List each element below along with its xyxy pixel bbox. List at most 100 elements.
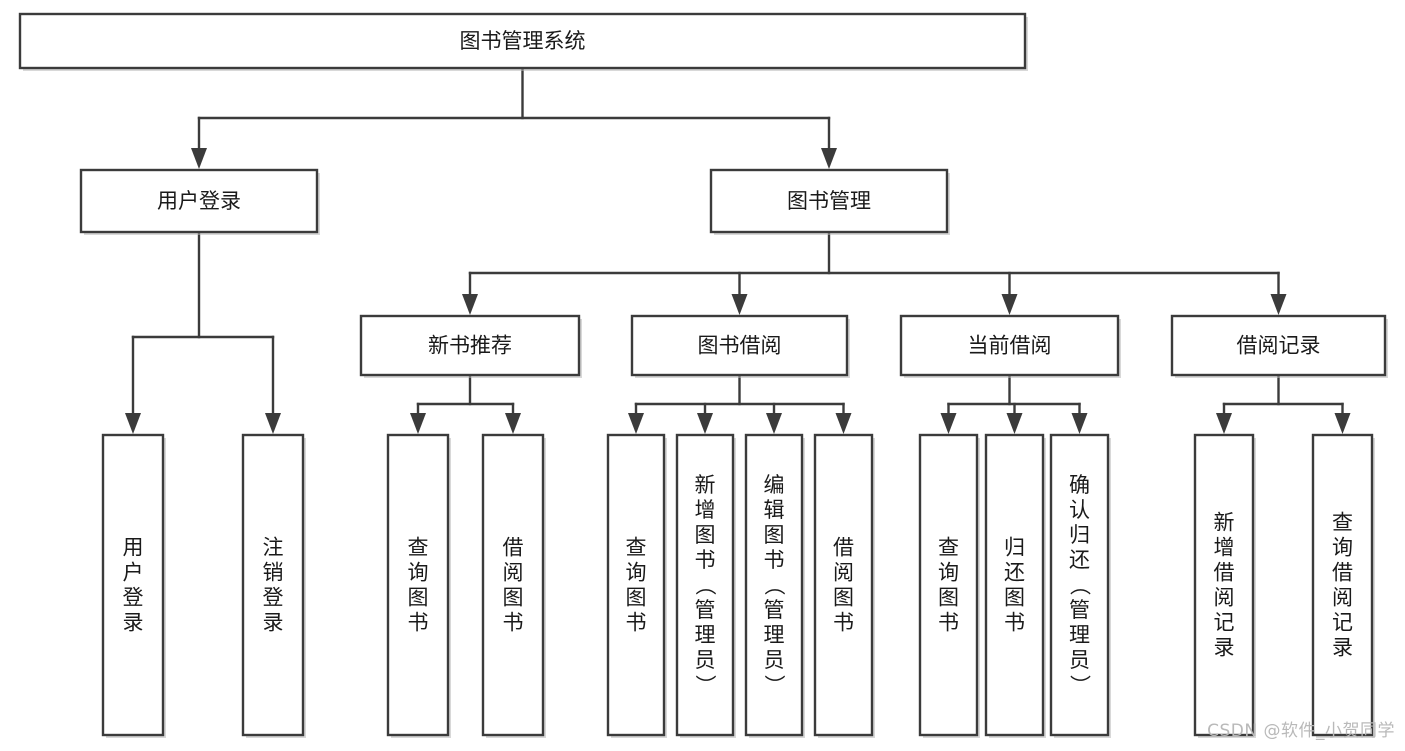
node-user-login[interactable]: 用户登录 (79, 168, 320, 235)
svg-text:录: 录 (123, 611, 144, 635)
node-leaf-user-login[interactable]: 用户登录 (101, 433, 166, 738)
node-box (675, 433, 735, 737)
arrow-head-icon (1001, 294, 1018, 315)
svg-text:理: 理 (1069, 623, 1090, 647)
svg-text:借: 借 (1214, 561, 1235, 585)
svg-text:员: 员 (695, 648, 716, 672)
node-new-book-rec[interactable]: 新书推荐 (359, 314, 582, 378)
svg-text:阅: 阅 (1332, 586, 1353, 610)
svg-text:阅: 阅 (503, 561, 524, 585)
arrow-head-icon (731, 294, 748, 315)
arrow-head-icon (462, 294, 478, 315)
svg-text:图: 图 (503, 586, 524, 610)
arrow-head-icon (125, 413, 141, 434)
node-box (1170, 314, 1387, 377)
svg-text:（: （ (762, 575, 786, 596)
svg-text:认: 认 (1069, 498, 1090, 522)
arrow-head-icon (821, 148, 837, 169)
svg-text:增: 增 (695, 498, 716, 522)
node-book-borrow[interactable]: 图书借阅 (630, 314, 850, 378)
svg-text:书: 书 (408, 611, 429, 635)
svg-text:户: 户 (123, 561, 144, 585)
svg-text:询: 询 (938, 561, 959, 585)
svg-text:）: ） (762, 675, 786, 696)
svg-text:销: 销 (263, 561, 284, 585)
svg-text:登: 登 (123, 586, 144, 610)
svg-text:图: 图 (833, 586, 854, 610)
svg-text:员: 员 (764, 648, 785, 672)
node-box (918, 433, 979, 737)
svg-text:（: （ (1068, 575, 1092, 596)
svg-text:录: 录 (1214, 636, 1235, 660)
node-box (899, 314, 1120, 377)
arrow-head-icon (1270, 294, 1287, 315)
node-box (18, 12, 1027, 70)
svg-text:录: 录 (1332, 636, 1353, 660)
node-box (744, 433, 804, 737)
node-label: 图书管理 (787, 189, 871, 213)
node-box (1049, 433, 1110, 737)
svg-text:记: 记 (1214, 611, 1235, 635)
arrow-head-icon (697, 413, 713, 434)
node-box (101, 433, 165, 737)
arrow-head-icon (940, 413, 957, 434)
node-label: 图书管理系统 (460, 29, 586, 53)
svg-text:）: ） (1068, 675, 1092, 696)
svg-text:查: 查 (1332, 511, 1353, 535)
svg-text:还: 还 (1069, 548, 1090, 572)
node-book-manage[interactable]: 图书管理 (709, 168, 950, 235)
svg-text:理: 理 (764, 623, 785, 647)
arrow-head-icon (1006, 413, 1023, 434)
arrow-head-icon (1334, 413, 1351, 434)
node-box (984, 433, 1045, 737)
svg-text:阅: 阅 (1214, 586, 1235, 610)
node-box (630, 314, 849, 377)
svg-text:借: 借 (833, 536, 854, 560)
node-current-borrow[interactable]: 当前借阅 (899, 314, 1121, 378)
svg-text:员: 员 (1069, 648, 1090, 672)
node-box (606, 433, 666, 737)
svg-text:图: 图 (626, 586, 647, 610)
node-box (1311, 433, 1374, 737)
svg-text:查: 查 (408, 536, 429, 560)
svg-text:借: 借 (1332, 561, 1353, 585)
svg-text:书: 书 (833, 611, 854, 635)
arrow-head-icon (265, 413, 281, 434)
node-root[interactable]: 图书管理系统 (18, 12, 1028, 71)
arrow-head-icon (628, 413, 644, 434)
edge-layer (125, 66, 1351, 434)
arrow-head-icon (766, 413, 782, 434)
svg-text:辑: 辑 (764, 498, 785, 522)
node-borrow-record[interactable]: 借阅记录 (1170, 314, 1388, 378)
node-label: 新书推荐 (428, 334, 512, 358)
svg-text:注: 注 (263, 536, 284, 560)
svg-text:询: 询 (1332, 536, 1353, 560)
svg-text:图: 图 (938, 586, 959, 610)
svg-text:图: 图 (695, 523, 716, 547)
node-label: 用户登录 (123, 536, 144, 635)
svg-text:书: 书 (626, 611, 647, 635)
node-box (481, 433, 545, 737)
svg-text:管: 管 (1069, 598, 1090, 622)
svg-text:归: 归 (1004, 536, 1025, 560)
